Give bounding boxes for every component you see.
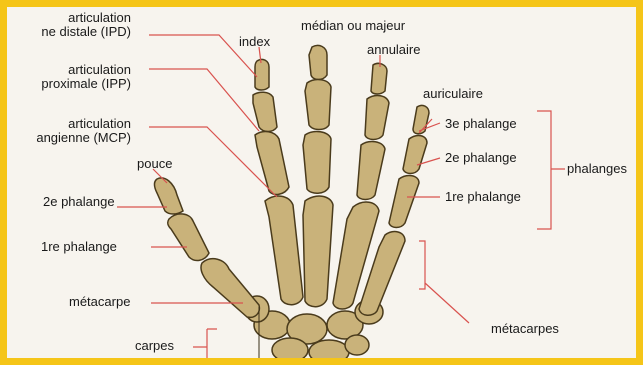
label-ipd-line2: ne distale (IPD) <box>41 25 131 39</box>
label-mcp: articulation angienne (MCP) <box>36 117 131 145</box>
label-ipd: articulation ne distale (IPD) <box>41 11 131 39</box>
thumb-bones <box>154 178 259 317</box>
label-carpes: carpes <box>135 339 174 353</box>
label-metacarpe: métacarpe <box>69 295 130 309</box>
label-mcp-line2: angienne (MCP) <box>36 131 131 145</box>
label-mcp-line1: articulation <box>36 117 131 131</box>
hand-bones <box>154 45 429 364</box>
label-pouce: pouce <box>137 157 172 171</box>
label-auriculaire: auriculaire <box>423 87 483 101</box>
thumb-metacarpal <box>201 259 259 318</box>
label-1re-phalange-left: 1re phalange <box>41 240 117 254</box>
label-ipp: articulation proximale (IPP) <box>41 63 131 91</box>
label-median: médian ou majeur <box>301 19 405 33</box>
label-2e-phalange-right: 2e phalange <box>445 151 517 165</box>
label-index: index <box>239 35 270 49</box>
middle-bones <box>303 45 333 306</box>
hand-skeleton-diagram <box>7 7 643 365</box>
thumb-distal-phalanx <box>154 178 183 214</box>
label-3e-phalange-right: 3e phalange <box>445 117 517 131</box>
label-1re-phalange-right: 1re phalange <box>445 190 521 204</box>
label-metacarpes: métacarpes <box>491 322 559 336</box>
label-2e-phalange-left: 2e phalange <box>43 195 115 209</box>
label-ipp-line2: proximale (IPP) <box>41 77 131 91</box>
label-ipd-line1: articulation <box>41 11 131 25</box>
index-bones <box>253 59 303 304</box>
thumb-proximal-phalanx <box>168 214 209 261</box>
label-annulaire: annulaire <box>367 43 421 57</box>
label-ipp-line1: articulation <box>41 63 131 77</box>
label-phalanges: phalanges <box>567 162 627 176</box>
